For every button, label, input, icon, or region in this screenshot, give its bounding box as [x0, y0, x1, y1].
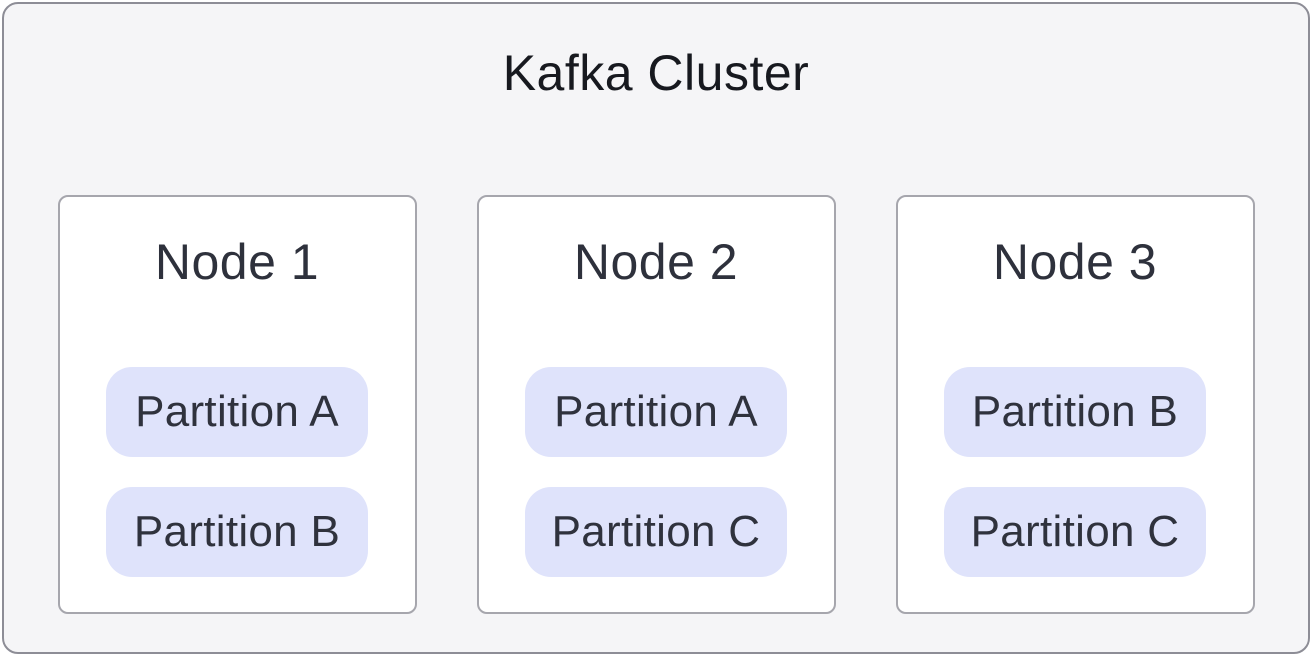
partition-stack: Partition A Partition B [106, 367, 368, 577]
partition-pill: Partition C [944, 487, 1206, 577]
partition-pill: Partition B [944, 367, 1206, 457]
partition-stack: Partition A Partition C [525, 367, 787, 577]
partition-pill: Partition C [525, 487, 787, 577]
node-title: Node 1 [154, 234, 320, 290]
partition-stack: Partition B Partition C [944, 367, 1206, 577]
node-title: Node 3 [992, 234, 1158, 290]
partition-pill: Partition A [106, 367, 368, 457]
cluster-title: Kafka Cluster [502, 45, 810, 101]
node-title: Node 2 [573, 234, 739, 290]
nodes-row: Node 1 Partition A Partition B Node 2 Pa… [4, 195, 1308, 614]
node-card-2: Node 2 Partition A Partition C [476, 195, 836, 614]
node-card-1: Node 1 Partition A Partition B [57, 195, 417, 614]
partition-pill: Partition A [525, 367, 787, 457]
node-card-3: Node 3 Partition B Partition C [895, 195, 1255, 614]
partition-pill: Partition B [106, 487, 368, 577]
